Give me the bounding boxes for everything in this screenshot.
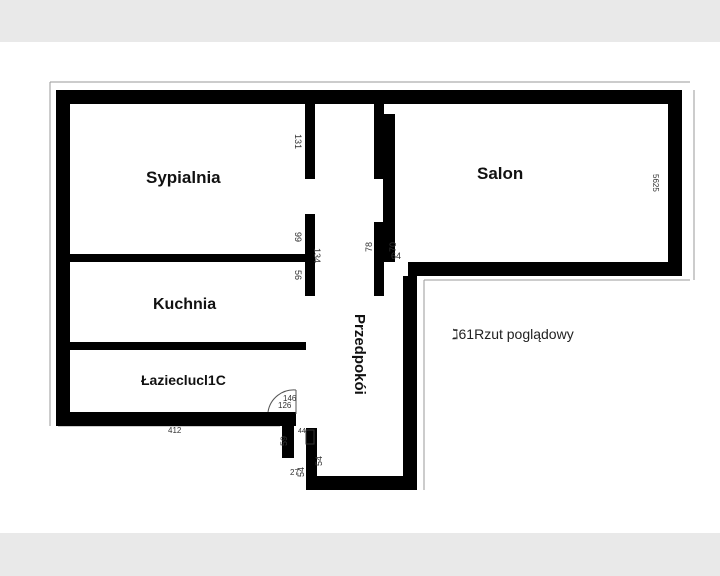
dim-5625: 5625: [651, 174, 660, 192]
dimension-lines: [49, 81, 695, 490]
dim-412: 412: [168, 426, 182, 435]
plan-title: ℷ61Rzut poglądowy: [452, 326, 574, 343]
room-label-kuchnia: Kuchnia: [153, 296, 217, 313]
floor-plan-drawing: [49, 81, 695, 490]
dim-78: 78: [364, 241, 374, 252]
title-prefix: ℷ61: [452, 326, 475, 342]
room-label-lazienka: Łazieclucl1C: [141, 372, 226, 388]
title-text: Rzut poglądowy: [474, 326, 574, 342]
outer-walls: [56, 90, 682, 490]
dim-146: 146: [283, 394, 297, 403]
floor-plan-sheet: Sypialnia Salon Kuchnia Łazieclucl1C Prz…: [0, 42, 720, 533]
room-label-salon: Salon: [477, 164, 524, 183]
room-label-sypialnia: Sypialnia: [146, 168, 221, 187]
dim-126: 126: [278, 401, 292, 410]
dim-56: 56: [293, 270, 303, 281]
dim-44: 44: [298, 428, 306, 435]
interior-walls: [70, 104, 395, 350]
dim-99: 99: [293, 232, 303, 243]
door-swing: [267, 389, 297, 413]
dim-134: 134: [312, 248, 322, 264]
dim-27: 27: [290, 468, 299, 477]
room-label-przedpokoj: Przedpokói: [351, 314, 368, 395]
dim-54-right: 54: [314, 455, 324, 466]
dim-131: 131: [293, 134, 303, 150]
wc-fixture: [305, 429, 315, 445]
dim-64: 64: [391, 251, 402, 261]
dim-59: 59: [279, 435, 289, 446]
